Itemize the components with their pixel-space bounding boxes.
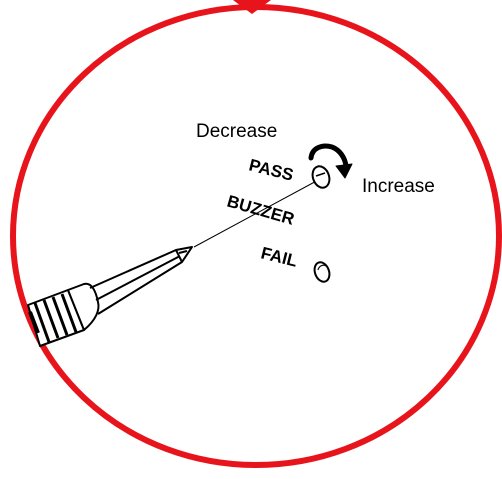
screwdriver-icon (27, 177, 323, 347)
decrease-label: Decrease (196, 121, 277, 142)
curved-arrow-icon (308, 143, 353, 179)
pass-label: PASS (247, 155, 295, 184)
fail-label: FAIL (259, 243, 299, 270)
increase-label: Increase (362, 176, 435, 197)
callout-pointer-icon (233, 0, 271, 14)
potentiometer-hole-icon (311, 165, 331, 189)
callout-circle (10, 0, 502, 468)
front-panel: PASS BUZZER FAIL (225, 155, 331, 283)
led-icon (313, 261, 331, 283)
